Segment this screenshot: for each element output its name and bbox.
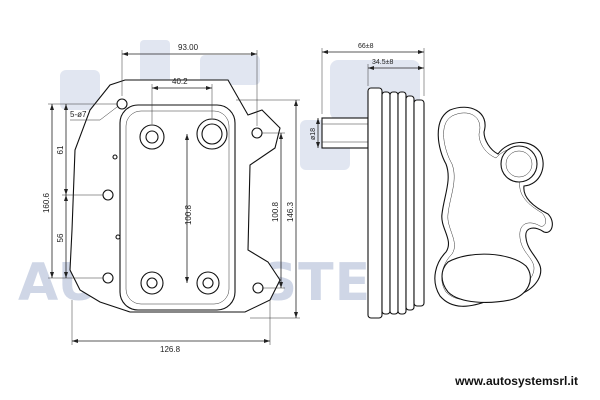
dim-right-total: 146.3 bbox=[286, 201, 295, 222]
dim-left-total: 160.6 bbox=[42, 192, 51, 213]
lower-right-port bbox=[196, 271, 220, 295]
dim-bottom-width: 126.8 bbox=[160, 345, 181, 354]
cooler-plate bbox=[119, 104, 236, 311]
mount-hole bbox=[102, 272, 114, 284]
side-base-plate bbox=[367, 87, 383, 319]
dim-side-pipe-depth: 34.5±8 bbox=[372, 59, 393, 66]
mount-hole bbox=[252, 282, 264, 294]
dim-center-height: 100.8 bbox=[184, 204, 193, 225]
upper-left-port bbox=[139, 124, 165, 150]
dim-overall-width: 93.00 bbox=[178, 43, 199, 52]
dim-right-height: 100.8 bbox=[271, 201, 280, 222]
mount-hole bbox=[102, 189, 114, 201]
side-view bbox=[321, 87, 425, 319]
side-pipe bbox=[321, 117, 369, 149]
mount-hole bbox=[116, 98, 128, 110]
front-dimensions: 93.00 40.2 5-ø7 160.6 61 56 10 bbox=[42, 43, 300, 354]
cooler-plate-inner bbox=[125, 110, 230, 305]
dim-pipe-diameter: ø18 bbox=[310, 128, 317, 140]
side-dimensions: 66±8 34.5±8 ø18 bbox=[310, 43, 425, 148]
mount-hole bbox=[251, 127, 263, 139]
dim-holes: 5-ø7 bbox=[70, 110, 87, 119]
front-view bbox=[69, 79, 281, 313]
gasket bbox=[434, 106, 553, 307]
lower-left-port bbox=[140, 271, 164, 295]
dim-side-total-depth: 66±8 bbox=[358, 43, 374, 50]
dim-port-spacing: 40.2 bbox=[172, 77, 188, 86]
dim-left-lower: 56 bbox=[56, 233, 65, 242]
footer-url[interactable]: www.autosystemsrl.it bbox=[455, 374, 578, 388]
gasket-lower-loop bbox=[441, 253, 531, 303]
dim-left-upper: 61 bbox=[56, 145, 65, 154]
gasket-ring bbox=[500, 145, 538, 183]
upper-right-port bbox=[196, 118, 228, 150]
